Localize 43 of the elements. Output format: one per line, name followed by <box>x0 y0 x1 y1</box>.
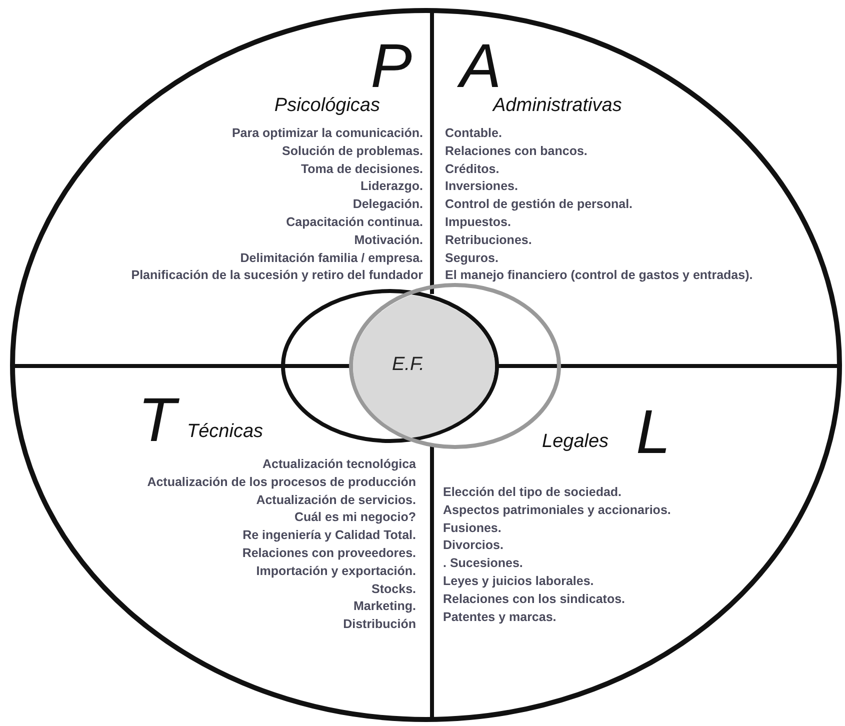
section-heading: Psicológicas <box>274 96 380 117</box>
list-item: Liderazgo. <box>360 178 423 196</box>
list-item: Marketing. <box>353 598 416 616</box>
list-item: Planificación de la sucesión y retiro del fundador <box>131 267 423 284</box>
list-item: Elección del tipo de sociedad. <box>443 484 622 501</box>
list-item: Inversiones. <box>445 178 518 196</box>
quadrant-letter: P <box>370 36 412 98</box>
section-heading: Legales <box>542 432 609 453</box>
list-item: Créditos. <box>445 160 500 178</box>
section-heading: Técnicas <box>187 422 264 443</box>
list-item: Contable. <box>445 125 502 142</box>
list-item: Divorcios. <box>443 537 504 554</box>
list-item: Toma de decisiones. <box>300 160 423 178</box>
list-item: Actualización tecnológica <box>262 456 416 473</box>
list-item: Para optimizar la comunicación. <box>232 125 423 142</box>
list-item: Leyes y juicios laborales. <box>443 572 594 590</box>
list-item: Relaciones con proveedores. <box>242 544 416 562</box>
list-item: Relaciones con bancos. <box>445 142 588 160</box>
list-item: Fusiones. <box>443 520 502 537</box>
list-item: Capacitación continua. <box>286 214 423 231</box>
center-label: E.F. <box>392 354 424 376</box>
list-item: Aspectos patrimoniales y accionarios. <box>443 502 671 519</box>
list-item: . Sucesiones. <box>443 555 523 572</box>
list-item: Seguros. <box>445 250 498 267</box>
list-item: Re ingeniería y Calidad Total. <box>242 527 416 544</box>
list-item: Cuál es mi negocio? <box>294 509 416 526</box>
section-heading: Administrativas <box>493 96 622 117</box>
list-item: El manejo financiero (control de gastos y entradas). <box>445 267 753 284</box>
quadrant-letter: L <box>636 402 670 464</box>
list-item: Solución de problemas. <box>282 142 423 160</box>
list-item: Distribución <box>343 616 416 634</box>
list-item: Delimitación familia / empresa. <box>240 250 423 267</box>
list-item: Motivación. <box>354 232 423 249</box>
list-item: Stocks. <box>372 580 416 598</box>
list-item: Actualización de servicios. <box>256 492 416 509</box>
list-item: Impuestos. <box>445 214 511 231</box>
list-item: Actualización de los procesos de producción <box>147 474 416 491</box>
list-item: Retribuciones. <box>445 232 532 249</box>
list-item: Relaciones con los sindicatos. <box>443 590 626 608</box>
list-item: Control de gestión de personal. <box>445 196 633 214</box>
list-item: Delegación. <box>352 196 423 214</box>
list-item: Patentes y marcas. <box>443 608 556 626</box>
list-item: Importación y exportación. <box>256 562 416 580</box>
